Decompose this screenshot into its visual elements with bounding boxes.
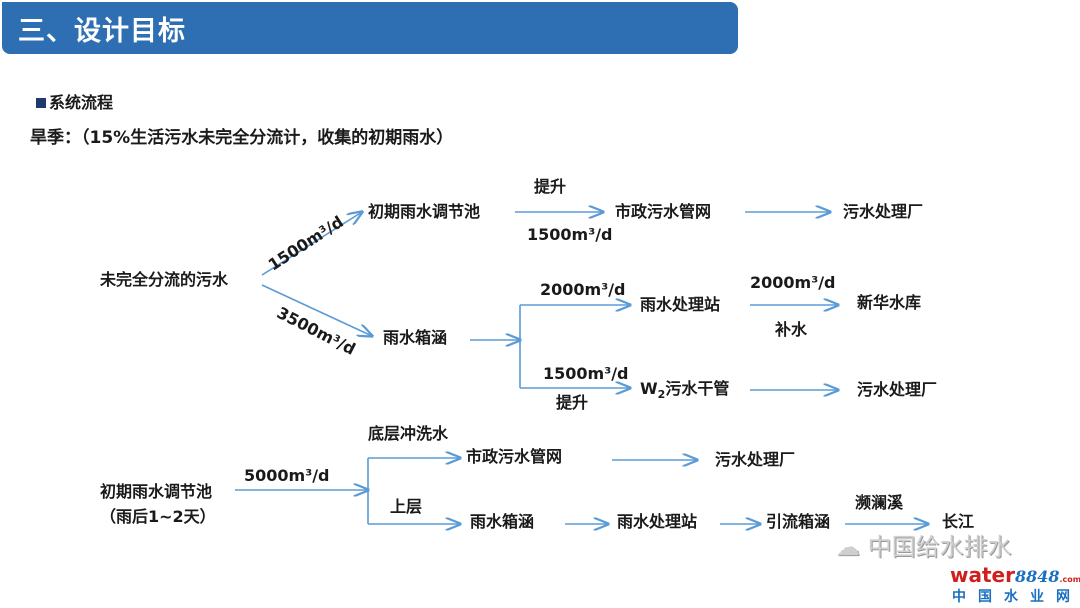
section-title: 系统流程 (49, 93, 114, 112)
node-municipal-sewer: 市政污水管网 (615, 202, 712, 222)
node-treatment-plant: 污水处理厂 (843, 202, 924, 222)
label-creek: 濒澜溪 (855, 493, 904, 513)
node-rain-station: 雨水处理站 (640, 295, 721, 315)
label-upper: 上层 (390, 497, 423, 517)
flow-label: 2000m³/d (540, 280, 626, 300)
label-bottom-wash: 底层冲洗水 (368, 424, 449, 444)
wechat-icon: ☁ (836, 533, 860, 561)
node-treatment-plant: 污水处理厂 (857, 380, 938, 400)
watermark: ☁ 中国给水排水 (836, 533, 1012, 561)
node-culvert-2: 雨水箱涵 (470, 512, 535, 532)
label-supply: 补水 (775, 320, 808, 340)
note-after-rain: （雨后1~2天） (100, 507, 216, 527)
node-municipal-sewer-2: 市政污水管网 (466, 447, 563, 467)
flow-label: 5000m³/d (244, 466, 330, 486)
node-treatment-plant: 污水处理厂 (715, 450, 796, 470)
subtitle: 旱季：（15%生活污水未完全分流计，收集的初期雨水） (30, 128, 454, 148)
page-title: 三、设计目标 (18, 16, 186, 47)
node-rain-station-2: 雨水处理站 (617, 512, 698, 532)
label-lift: 提升 (556, 393, 589, 413)
node-initial-pool: 初期雨水调节池 (368, 202, 481, 222)
arrow (261, 284, 372, 336)
label-lift: 提升 (534, 177, 567, 197)
node-initial-pool-2: 初期雨水调节池 (100, 482, 213, 502)
node-culvert: 雨水箱涵 (383, 328, 448, 348)
section-heading: 系统流程 (36, 89, 113, 113)
node-reservoir: 新华水库 (857, 293, 922, 313)
node-yangtze: 长江 (942, 512, 975, 532)
arrow (261, 212, 362, 276)
bullet-square-icon (36, 98, 46, 108)
flow-label: 1500m³/d (527, 225, 613, 245)
header-bar: 三、设计目标 (2, 2, 738, 54)
node-w2-main: W2污水干管 (640, 378, 730, 402)
node-diversion-culvert: 引流箱涵 (766, 512, 831, 532)
flow-label: 1500m³/d (543, 364, 629, 384)
node-source: 未完全分流的污水 (100, 270, 229, 290)
logo-cn: 中国水业网 (952, 589, 1080, 605)
flow-label: 2000m³/d (750, 273, 836, 293)
logo: water8848.com (950, 563, 1080, 587)
